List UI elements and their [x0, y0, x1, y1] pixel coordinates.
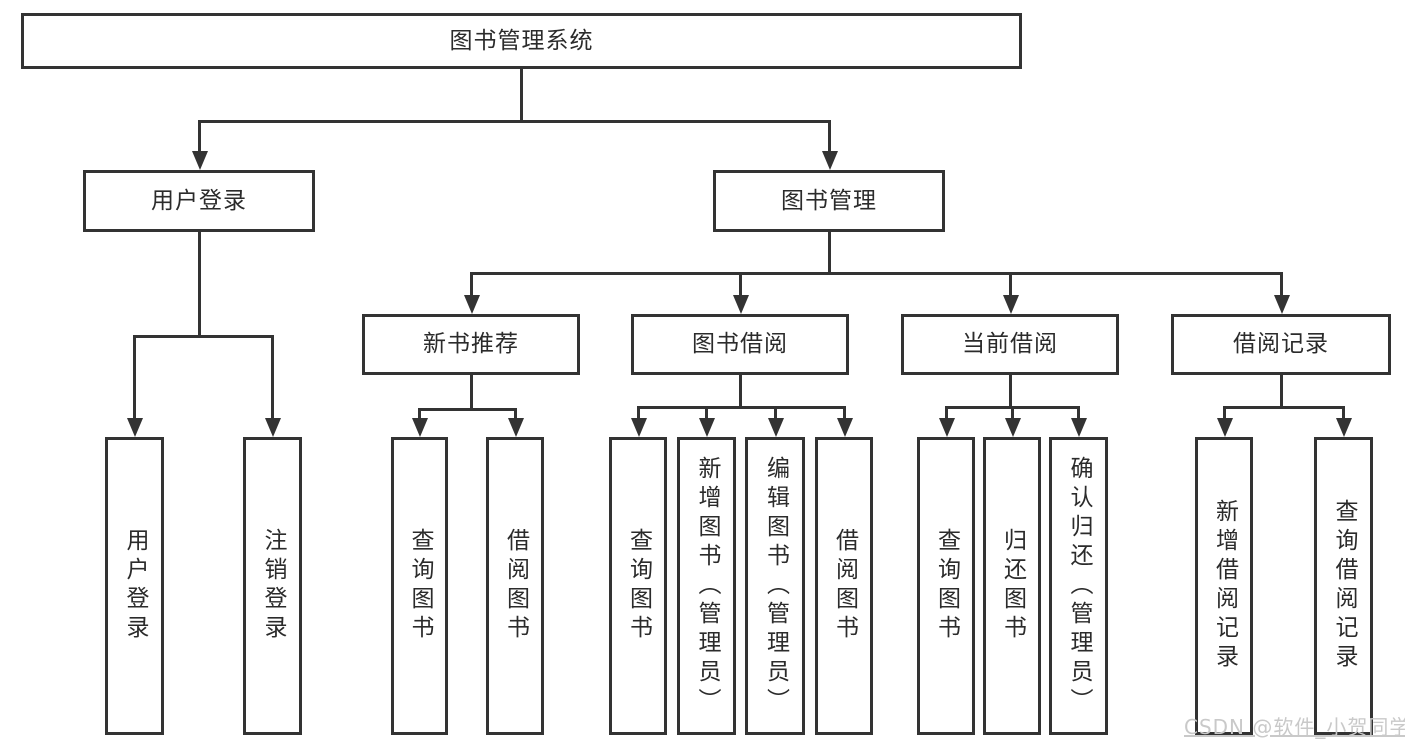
- connector-line: [739, 272, 742, 297]
- node-leaf-logout: 注销登录: [243, 437, 302, 735]
- arrow-down-icon: [265, 418, 281, 437]
- arrow-down-icon: [412, 418, 428, 437]
- arrow-down-icon: [939, 418, 955, 437]
- connector-line: [945, 406, 948, 420]
- connector-line: [133, 335, 136, 420]
- node-leaf-user-login: 用户登录: [105, 437, 164, 735]
- connector-line: [470, 272, 473, 297]
- arrow-down-icon: [1217, 418, 1233, 437]
- node-user-login: 用户登录: [83, 170, 315, 232]
- connector-line: [418, 408, 516, 411]
- connector-line: [1077, 406, 1080, 420]
- connector-line: [198, 232, 201, 335]
- arrow-down-icon: [837, 418, 853, 437]
- connector-line: [828, 232, 831, 274]
- connector-line: [1011, 406, 1014, 420]
- node-leaf-borrow-books: 借阅图书: [815, 437, 873, 735]
- connector-line: [520, 69, 523, 122]
- arrow-down-icon: [508, 418, 524, 437]
- node-leaf-return-books: 归还图书: [983, 437, 1041, 735]
- node-book-borrowing: 图书借阅: [631, 314, 849, 375]
- arrow-down-icon: [464, 295, 480, 314]
- arrow-down-icon: [1003, 295, 1019, 314]
- connector-line: [1223, 406, 1345, 409]
- connector-line: [1280, 272, 1283, 297]
- node-leaf-edit-books-admin: 编辑图书（管理员）: [745, 437, 805, 735]
- node-current-borrowing: 当前借阅: [901, 314, 1119, 375]
- connector-line: [418, 408, 421, 420]
- node-new-book-recommend: 新书推荐: [362, 314, 580, 375]
- connector-line: [1342, 406, 1345, 418]
- arrow-down-icon: [1005, 418, 1021, 437]
- connector-line: [1280, 375, 1283, 406]
- connector-line: [1009, 272, 1012, 297]
- connector-line: [1223, 406, 1226, 418]
- arrow-down-icon: [1274, 295, 1290, 314]
- connector-line: [198, 120, 831, 123]
- node-leaf-query-books-borrowing: 查询图书: [609, 437, 667, 735]
- node-root: 图书管理系统: [21, 13, 1022, 69]
- watermark: CSDN @软件_小贺同学: [1184, 715, 1405, 739]
- connector-line: [637, 406, 845, 409]
- arrow-down-icon: [699, 418, 715, 437]
- connector-line: [705, 406, 708, 420]
- connector-line: [739, 375, 742, 406]
- connector-line: [271, 335, 274, 420]
- node-leaf-borrow-books-recommend: 借阅图书: [486, 437, 544, 735]
- arrow-down-icon: [631, 418, 647, 437]
- arrow-down-icon: [1336, 418, 1352, 437]
- node-borrowing-records: 借阅记录: [1171, 314, 1391, 375]
- connector-line: [637, 406, 640, 420]
- connector-line: [198, 120, 201, 153]
- connector-line: [843, 406, 846, 420]
- node-leaf-query-books-current: 查询图书: [917, 437, 975, 735]
- arrow-down-icon: [1071, 418, 1087, 437]
- node-book-management: 图书管理: [713, 170, 945, 232]
- connector-line: [470, 272, 1283, 275]
- connector-line: [133, 335, 274, 338]
- arrow-down-icon: [768, 418, 784, 437]
- arrow-down-icon: [127, 418, 143, 437]
- node-leaf-add-borrow-record: 新增借阅记录: [1195, 437, 1253, 735]
- arrow-down-icon: [733, 295, 749, 314]
- node-leaf-query-books-recommend: 查询图书: [391, 437, 448, 735]
- connector-line: [514, 408, 517, 420]
- node-leaf-confirm-return-admin: 确认归还（管理员）: [1049, 437, 1108, 735]
- connector-line: [470, 375, 473, 408]
- connector-line: [828, 120, 831, 153]
- node-leaf-add-books-admin: 新增图书（管理员）: [677, 437, 736, 735]
- node-leaf-query-borrow-record: 查询借阅记录: [1314, 437, 1373, 735]
- arrow-down-icon: [822, 151, 838, 170]
- arrow-down-icon: [192, 151, 208, 170]
- connector-line: [1009, 375, 1012, 406]
- connector-line: [774, 406, 777, 420]
